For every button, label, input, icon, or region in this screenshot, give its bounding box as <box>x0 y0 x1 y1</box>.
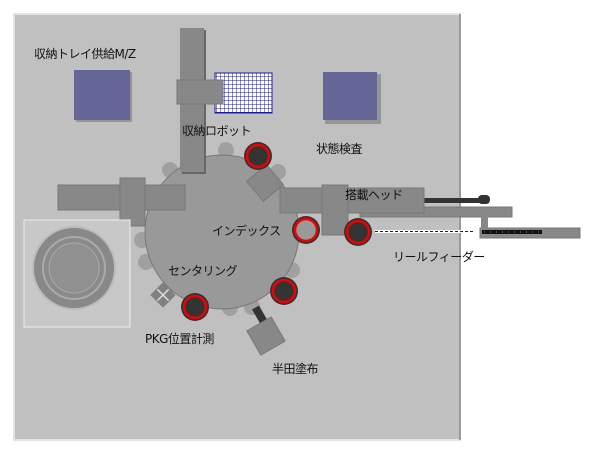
label-centering: センタリング <box>168 264 238 278</box>
label-reel-feeder: リールフィーダー <box>393 250 485 264</box>
label-solder: 半田塗布 <box>272 362 319 376</box>
tray-supply-magazine <box>74 70 130 120</box>
state-inspection-unit <box>245 163 285 203</box>
mount-head <box>321 184 349 236</box>
label-mount-head: 搭載ヘッド <box>345 188 403 202</box>
inspection-tray <box>323 72 377 120</box>
mount-head-bar <box>279 187 425 214</box>
label-storage-robot: 収納ロボット <box>182 124 252 138</box>
centering-unit <box>150 282 176 308</box>
transfer-carriage <box>119 177 146 227</box>
solder-dispenser <box>246 316 286 356</box>
storage-tray-grid <box>214 72 273 114</box>
label-tray-supply: 収納トレイ供給M/Z <box>34 47 136 61</box>
nozzles <box>181 142 372 321</box>
label-index: インデックス <box>212 224 281 238</box>
label-pkg-measure: PKG位置計測 <box>145 332 214 346</box>
robot-arm-carriage <box>176 79 224 105</box>
label-state-inspection: 状態検査 <box>316 142 363 156</box>
head-arm <box>424 198 482 203</box>
